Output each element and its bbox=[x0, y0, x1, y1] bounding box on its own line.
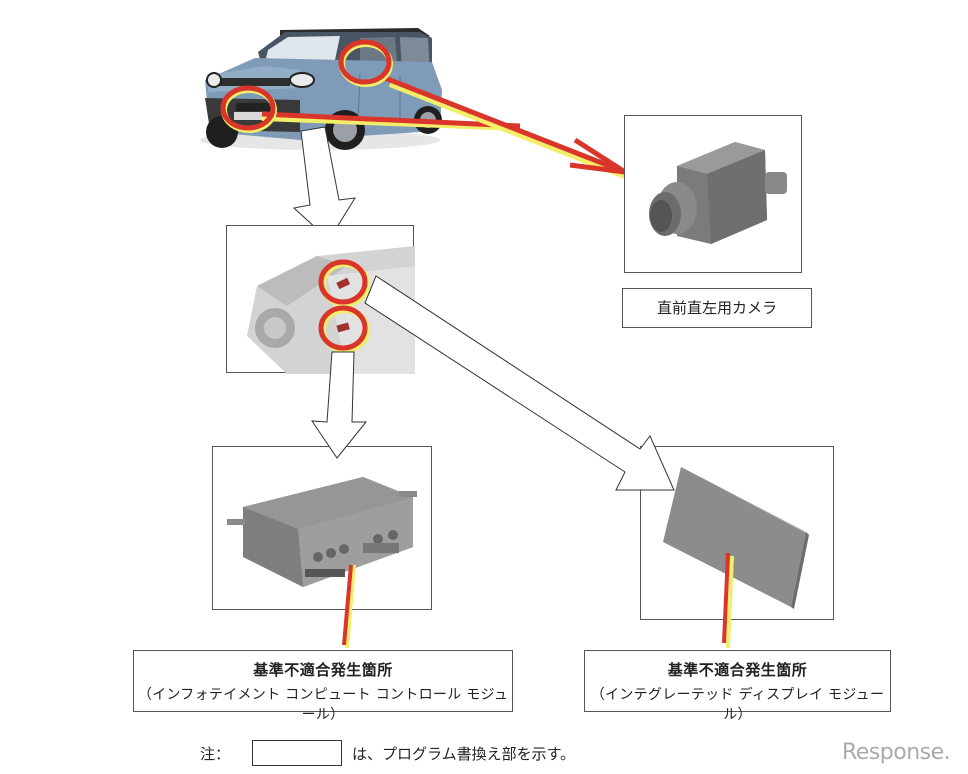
camera-caption: 直前直左用カメラ bbox=[656, 299, 777, 317]
legend-note: 注： は、プログラム書換え部を示す。 bbox=[200, 740, 575, 766]
icc-leader-line bbox=[342, 564, 356, 649]
watermark-text: Response. bbox=[842, 740, 951, 765]
legend-sample-box bbox=[252, 740, 343, 766]
highlight-circle-side-camera bbox=[338, 39, 393, 87]
flow-arrow-interior-to-icc bbox=[311, 351, 368, 459]
display-module-image-frame bbox=[640, 446, 834, 620]
display-module-title: 基準不適合発生箇所 bbox=[667, 661, 808, 679]
camera-caption-box: 直前直左用カメラ bbox=[622, 288, 812, 328]
icc-module-part-image bbox=[227, 477, 417, 587]
icc-module-title: 基準不適合発生箇所 bbox=[253, 661, 393, 679]
display-module-label-box: 基準不適合発生箇所 （インテグレーテッド ディスプレイ モジュール） bbox=[584, 650, 891, 723]
camera-part-image bbox=[649, 142, 787, 244]
display-leader-line bbox=[722, 552, 734, 649]
icc-module-subtitle: （インフォテイメント コンピュート コントロール モジュール） bbox=[137, 687, 509, 723]
display-module-subtitle: （インテグレーテッド ディスプレイ モジュール） bbox=[590, 687, 885, 723]
icc-module-image-frame bbox=[212, 446, 432, 610]
note-text: は、プログラム書換え部を示す。 bbox=[352, 744, 576, 763]
note-prefix: 注： bbox=[200, 744, 231, 763]
camera-image-frame bbox=[624, 115, 802, 273]
vehicle-interior-image bbox=[247, 246, 415, 374]
display-module-part-image bbox=[663, 467, 809, 609]
flow-arrow-interior-to-display bbox=[364, 275, 675, 491]
icc-module-label-box: 基準不適合発生箇所 （インフォテイメント コンピュート コントロール モジュール… bbox=[133, 650, 513, 723]
highlight-circle-front-camera bbox=[220, 85, 277, 133]
camera-pointer-lines bbox=[261, 75, 637, 183]
vehicle-interior-frame bbox=[226, 225, 415, 374]
watermark-logo: Response. bbox=[842, 740, 951, 765]
flow-arrow-vehicle-to-interior bbox=[292, 126, 356, 241]
